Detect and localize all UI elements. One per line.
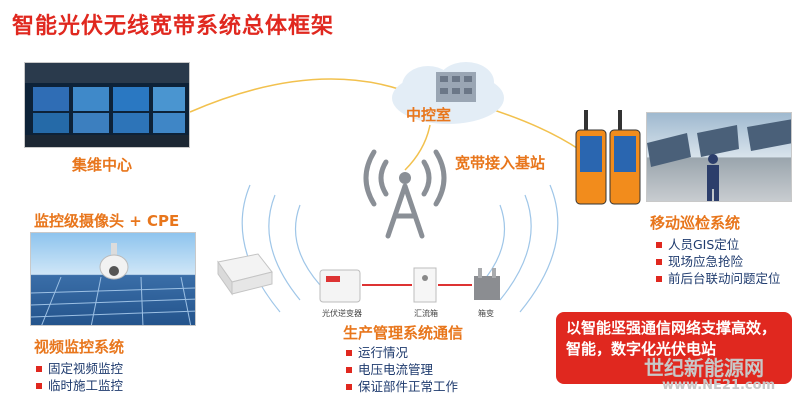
antenna-tower — [385, 183, 425, 239]
production-comm-list: 运行情况 电压电流管理 保证部件正常工作 — [344, 344, 458, 395]
inverter-label: 光伏逆变器 — [322, 309, 362, 318]
link-center-to-control-room — [189, 78, 403, 113]
camera-solar-photo — [30, 232, 196, 326]
list-item: 固定视频监控 — [34, 360, 123, 377]
transformer-label: 箱变 — [478, 309, 494, 318]
worker-figure — [707, 154, 719, 201]
summary-box: 以智能坚强通信网络支撑高效，智能，数字化光伏电站 — [556, 312, 792, 384]
antenna-node — [399, 172, 411, 184]
cpe-device — [212, 248, 274, 298]
watermark-brand: 世纪新能源网 — [644, 356, 764, 380]
video-system-label: 视频监控系统 — [34, 338, 125, 356]
list-item: 现场应急抢险 — [654, 253, 781, 270]
watermark-url: www.NE21.com — [662, 378, 776, 393]
list-item: 电压电流管理 — [344, 361, 458, 378]
mobile-inspection-list: 人员GIS定位 现场应急抢险 前后台联动问题定位 — [654, 236, 781, 287]
handheld-terminals — [574, 110, 646, 206]
equipment-links — [362, 284, 472, 286]
list-item: 运行情况 — [344, 344, 458, 361]
combiner-box-device — [412, 266, 438, 304]
video-system-list: 固定视频监控 临时施工监控 — [34, 360, 123, 394]
wireless-antenna-icon — [363, 149, 447, 207]
camera-cpe-label: 监控级摄像头 + CPE — [34, 212, 180, 230]
production-comm-label: 生产管理系统通信 — [343, 324, 464, 342]
page-title: 智能光伏无线宽带系统总体框架 — [12, 14, 335, 39]
control-center-photo — [24, 62, 190, 148]
inspection-photo — [646, 112, 792, 202]
central-room-cloud — [388, 58, 506, 128]
list-item: 临时施工监控 — [34, 377, 123, 394]
list-item: 人员GIS定位 — [654, 236, 781, 253]
list-item: 保证部件正常工作 — [344, 378, 458, 395]
link-control-room-to-antenna — [404, 124, 431, 171]
transformer-device — [470, 264, 504, 304]
control-center-label: 集维中心 — [72, 156, 133, 174]
base-station-label: 宽带接入基站 — [455, 154, 546, 172]
signal-waves-left — [241, 184, 321, 313]
list-item: 前后台联动问题定位 — [654, 270, 781, 287]
mobile-inspection-label: 移动巡检系统 — [650, 214, 741, 232]
inverter-device — [318, 268, 362, 304]
combiner-box-label: 汇流箱 — [414, 309, 438, 318]
dome-camera-icon — [99, 243, 129, 280]
central-room-label: 中控室 — [406, 106, 452, 124]
